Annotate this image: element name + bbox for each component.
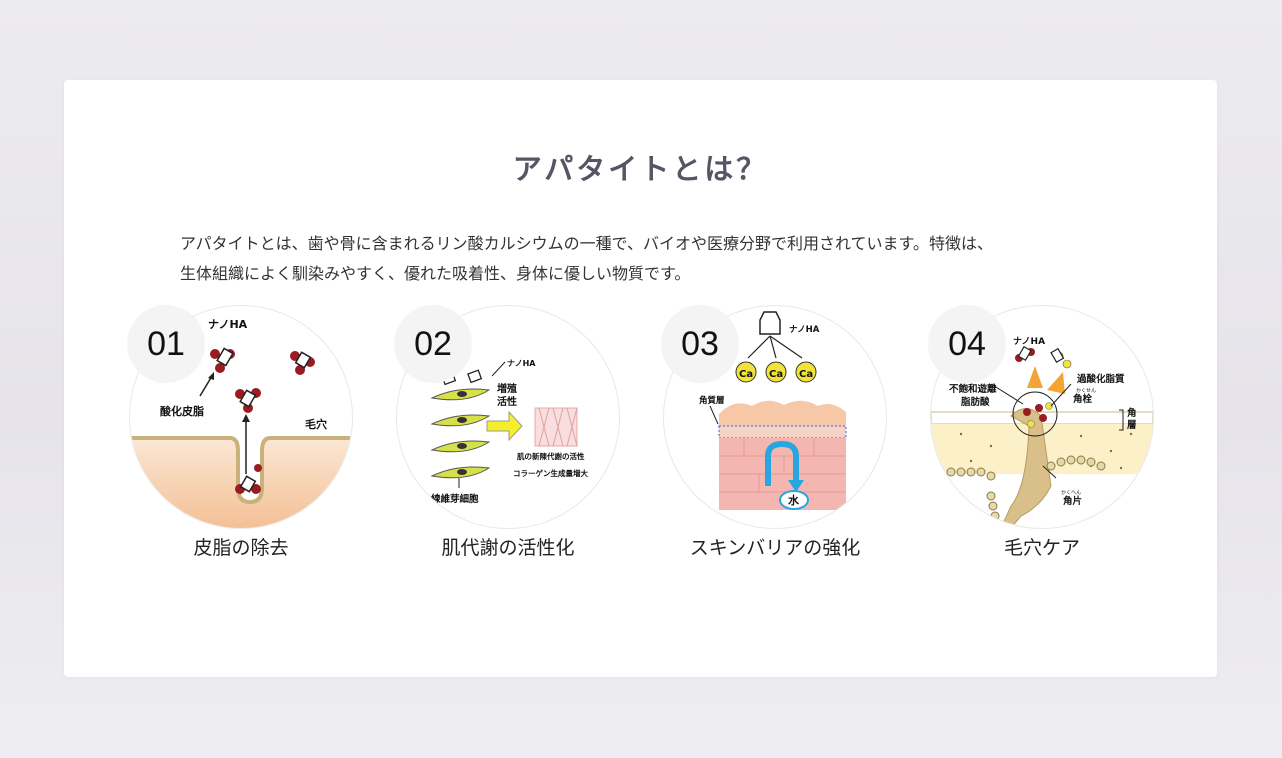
skin-barrier-illustration: Ca Ca Ca 水 ナノHA 角質層 xyxy=(699,311,847,510)
label-unsaturated-1: 不飽和遊離 xyxy=(949,383,997,395)
label-keratin-plug: 角栓 xyxy=(1073,393,1093,405)
label-collagen: コラーゲン生成量増大 xyxy=(513,468,588,478)
label-fibroblast: 線維芽細胞 xyxy=(431,493,479,505)
label-stratum-corneum: 角質層 xyxy=(699,395,725,406)
label-nano-ha: ナノHA xyxy=(208,318,248,331)
feature-caption-02: 肌代謝の活性化 xyxy=(441,537,575,559)
label-keratin-flake: 角片 xyxy=(1063,495,1082,507)
feature-number-02: 02 xyxy=(394,305,472,383)
feature-illustration-01: ナノHA 酸化皮脂 毛穴 xyxy=(129,305,353,529)
label-peroxide-lipid: 過酸化脂質 xyxy=(1076,373,1125,385)
description-line-2: 生体組織によく馴染みやすく、優れた吸着性、身体に優しい物質です。 xyxy=(180,264,691,283)
ruby-plug: かくせん xyxy=(1076,387,1096,394)
feature-metabolism: ナノHA 増殖 活性 肌の新陳代謝の活性 コラーゲン生成量増大 線維芽細胞 02… xyxy=(394,305,620,565)
sebum-removal-illustration: ナノHA 酸化皮脂 毛穴 xyxy=(130,318,352,528)
feature-sebum-removal: ナノHA 酸化皮脂 毛穴 01 皮脂の除去 xyxy=(127,305,353,565)
label-ca-2: Ca xyxy=(769,369,783,380)
feature-caption-04: 毛穴ケア xyxy=(1003,537,1080,559)
feature-pore-care: ナノHA 過酸化脂質 不飽和遊離 脂肪酸 かくせん 角栓 角 層 かくへん 角片… xyxy=(928,305,1154,565)
section-title: アパタイトとは？ xyxy=(512,152,769,186)
label-growth-2: 活性 xyxy=(497,395,517,408)
label-metabolism: 肌の新陳代謝の活性 xyxy=(516,451,585,461)
section-description: アパタイトとは、歯や骨に含まれるリン酸カルシウムの一種で、バイオや医療分野で利用… xyxy=(180,229,1120,289)
label-nano-ha: ナノHA xyxy=(507,359,536,368)
label-pore: 毛穴 xyxy=(305,417,327,431)
label-layer-2: 層 xyxy=(1127,420,1137,431)
label-nano-ha: ナノHA xyxy=(789,325,820,335)
label-ca-1: Ca xyxy=(739,369,753,380)
label-unsaturated-2: 脂肪酸 xyxy=(960,396,990,408)
pore-care-illustration: ナノHA 過酸化脂質 不飽和遊離 脂肪酸 かくせん 角栓 角 層 かくへん 角片 xyxy=(931,336,1153,528)
feature-number-03: 03 xyxy=(661,305,739,383)
label-nano-ha: ナノHA xyxy=(1013,336,1045,347)
label-ca-3: Ca xyxy=(799,369,813,380)
apatite-card: アパタイトとは？ アパタイトとは、歯や骨に含まれるリン酸カルシウムの一種で、バイ… xyxy=(64,80,1217,677)
description-line-1: アパタイトとは、歯や骨に含まれるリン酸カルシウムの一種で、バイオや医療分野で利用… xyxy=(180,234,993,253)
label-layer-1: 角 xyxy=(1127,407,1137,419)
label-oxidized-sebum: 酸化皮脂 xyxy=(160,404,204,418)
feature-number-04: 04 xyxy=(928,305,1006,383)
feature-caption-01: 皮脂の除去 xyxy=(193,537,289,559)
metabolism-illustration: ナノHA 増殖 活性 肌の新陳代謝の活性 コラーゲン生成量増大 線維芽細胞 xyxy=(430,359,588,505)
feature-skin-barrier: Ca Ca Ca 水 ナノHA 角質層 xyxy=(661,305,887,565)
feature-caption-03: スキンバリアの強化 xyxy=(689,537,861,559)
label-water: 水 xyxy=(788,493,800,507)
feature-number-01: 01 xyxy=(127,305,205,383)
ruby-flake: かくへん xyxy=(1061,489,1081,496)
label-growth-1: 増殖 xyxy=(497,382,517,395)
